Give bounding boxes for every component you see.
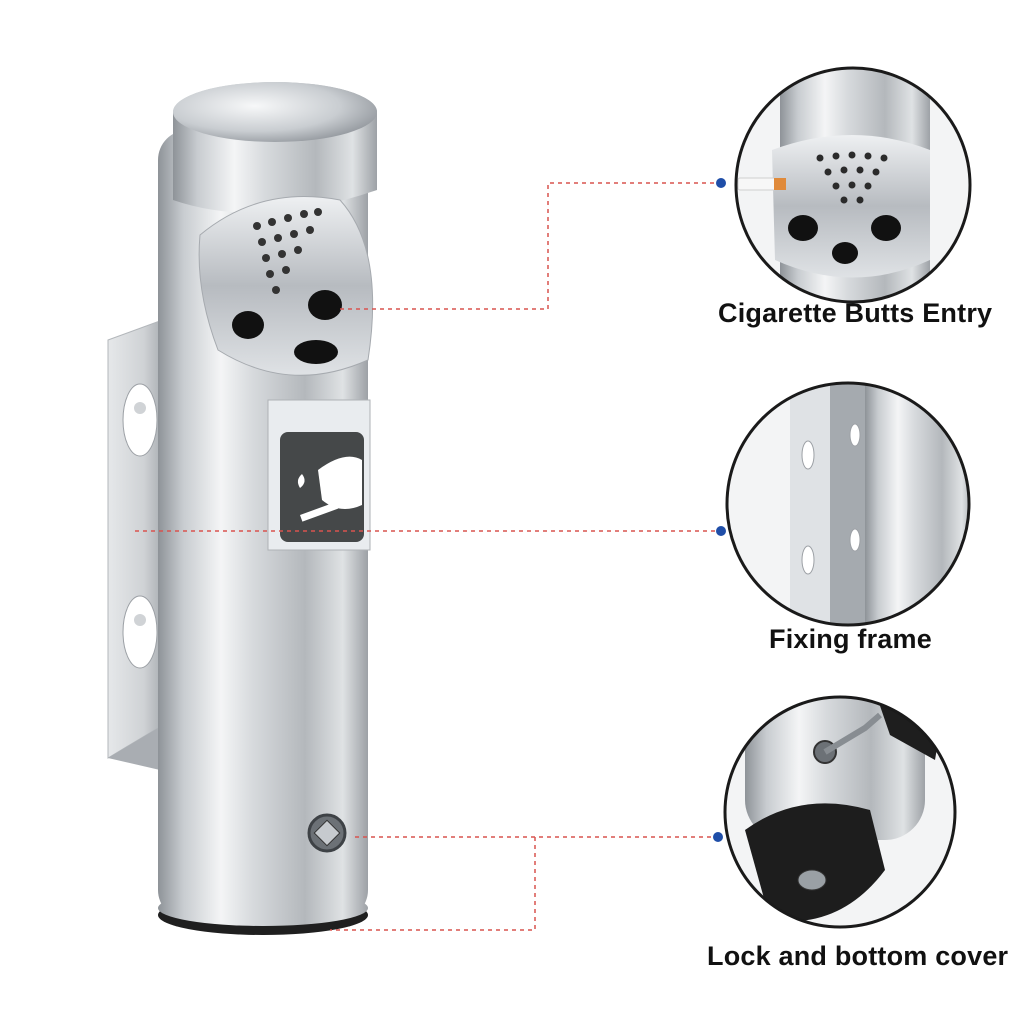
no-smoking-hand-icon (297, 456, 362, 522)
no-smoking-sign (267, 399, 371, 551)
keyhole-lower (122, 595, 158, 669)
key-icon (813, 700, 940, 764)
detail-circle-lock (723, 695, 957, 929)
leader-lines (135, 182, 718, 931)
leader-dots (713, 178, 726, 842)
detail-circle-frame (725, 381, 971, 627)
detail-circle-entry (734, 66, 972, 304)
keyhole-upper (122, 383, 158, 457)
cigarette-icon (737, 177, 786, 191)
caption-fixing-frame: Fixing frame (769, 624, 932, 654)
caption-lock-and-bottom-cover: Lock and bottom cover (707, 941, 1009, 971)
caption-cigarette-butts-entry: Cigarette Butts Entry (718, 298, 993, 328)
cigarette-butts-entry (198, 196, 374, 376)
lock-icon (307, 813, 347, 853)
